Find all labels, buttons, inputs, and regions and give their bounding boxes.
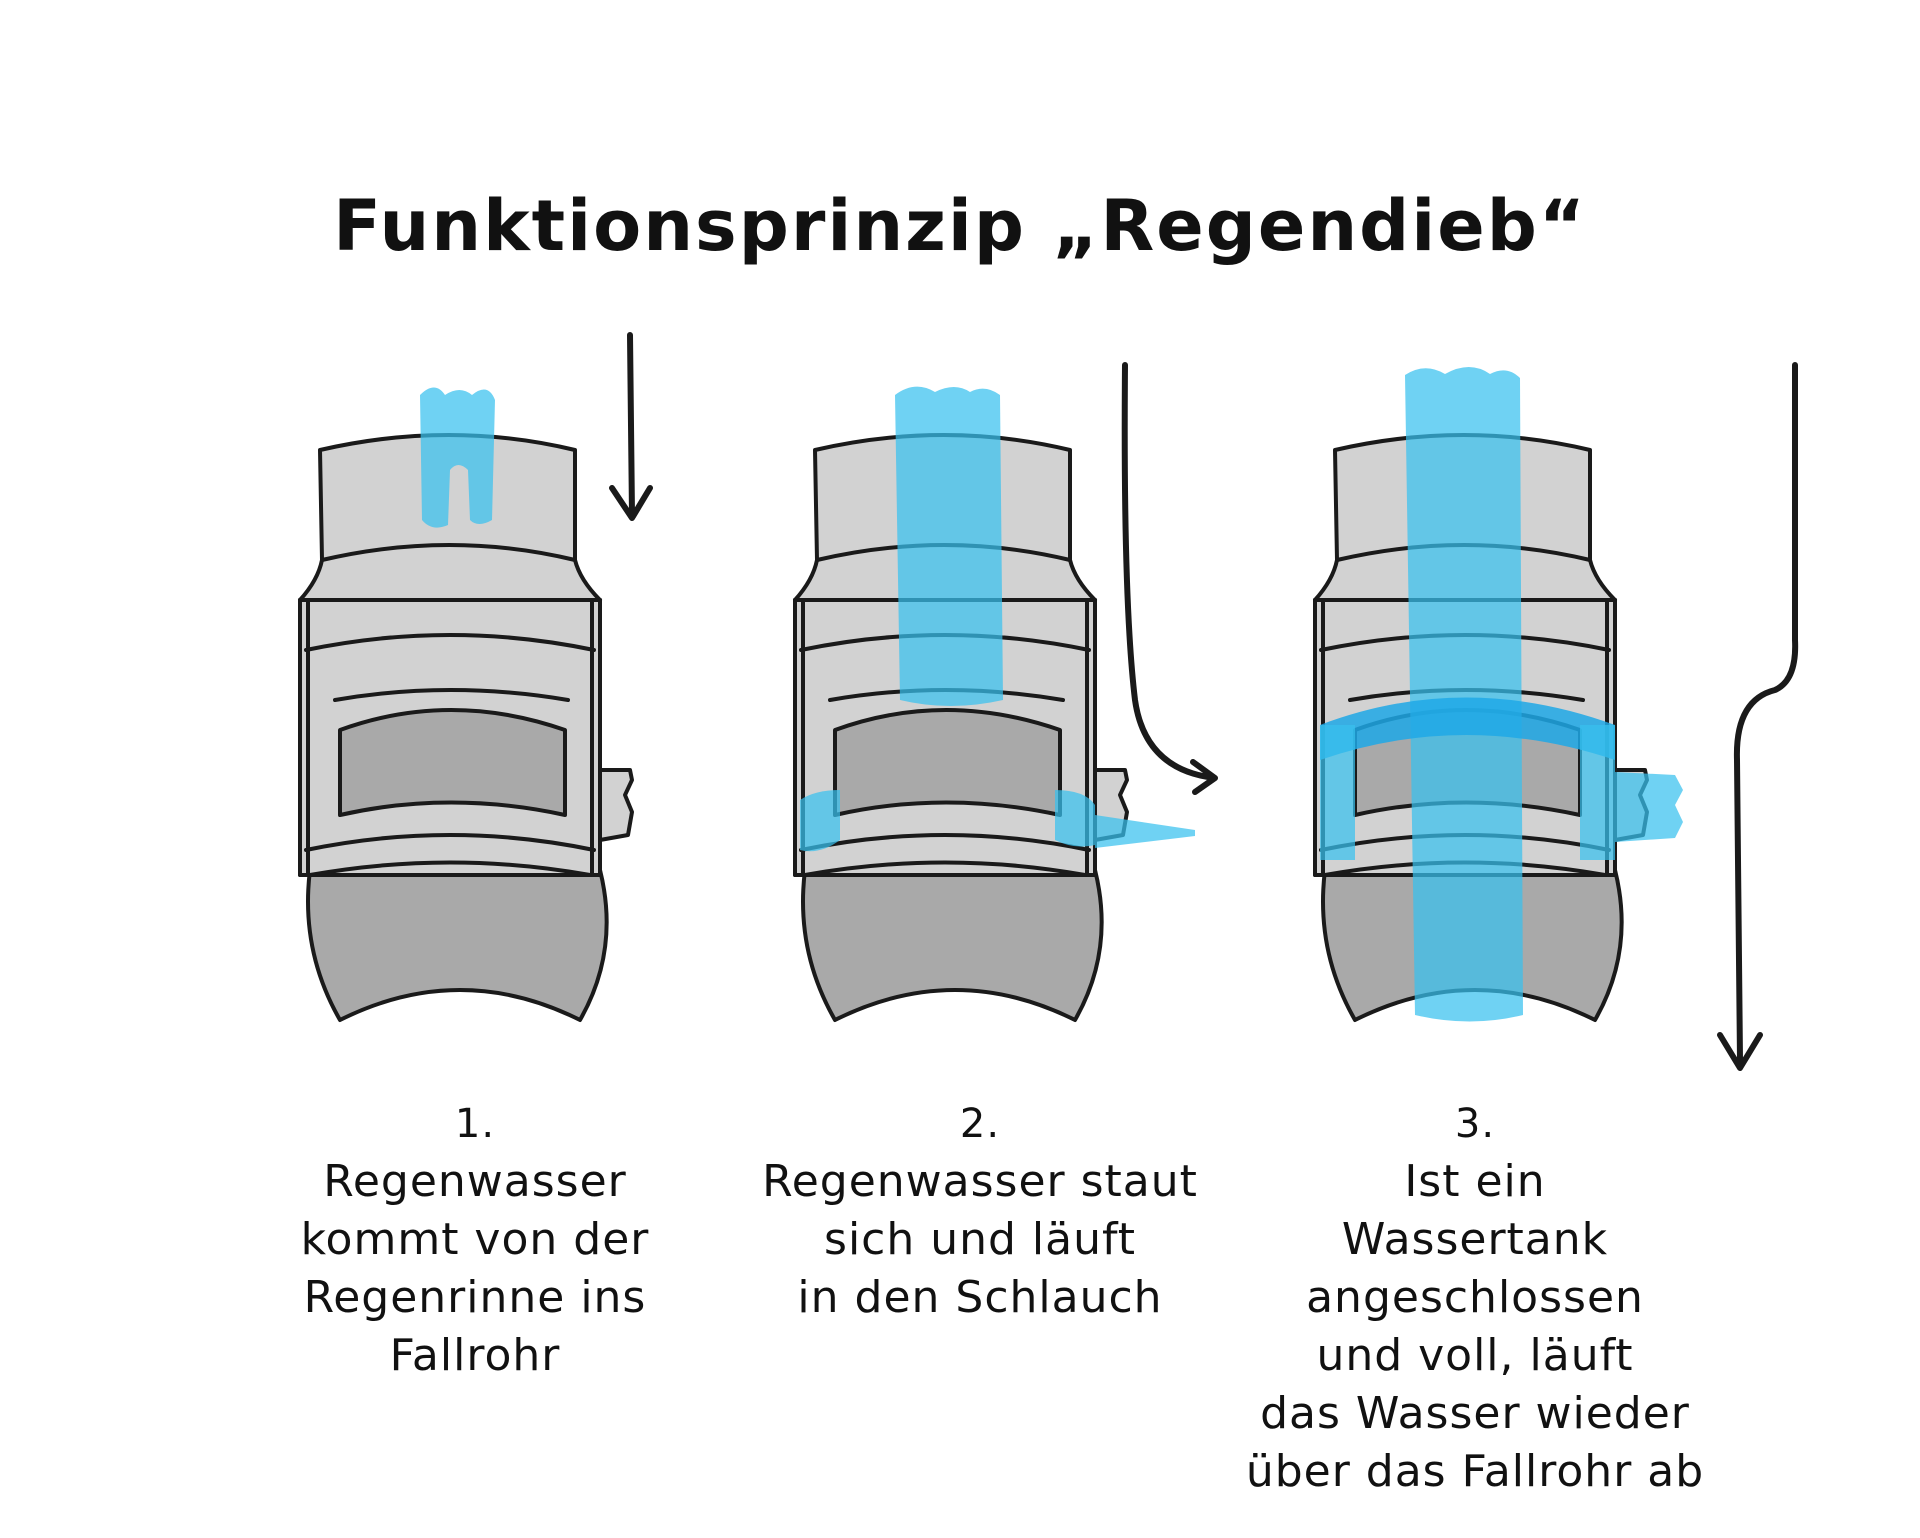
step-3-line-6: über das Fallrohr ab <box>1245 1446 1705 1497</box>
step-3-line-1: Ist ein <box>1404 1156 1546 1207</box>
step-3-line-4: und voll, läuft <box>1316 1330 1634 1381</box>
water-outlet-3 <box>1615 772 1683 842</box>
water-overflow-ring-3 <box>1320 697 1615 760</box>
water-right-wall-3 <box>1580 725 1615 860</box>
water-pool-2b <box>1055 790 1095 847</box>
step-3-caption: 3. Ist ein Wassertank angeschlossen und … <box>1195 1095 1755 1501</box>
diagram-title: Funktionsprinzip „Regendieb“ <box>333 185 1587 267</box>
water-column-3 <box>1405 367 1523 1022</box>
down-arrow-icon <box>609 332 653 521</box>
step-3-line-2: Wassertank <box>1341 1214 1609 1265</box>
step-2-line-2: sich und läuft <box>824 1214 1136 1265</box>
water-column-2 <box>895 386 1003 706</box>
step-1-line-3: Regenrinne ins <box>303 1272 647 1323</box>
step-2-caption: 2. Regenwasser staut sich und läuft in d… <box>700 1095 1260 1327</box>
step-2-line-3: in den Schlauch <box>797 1272 1163 1323</box>
step-1-number: 1. <box>454 1101 496 1147</box>
step-3-number: 3. <box>1454 1101 1496 1147</box>
step-2-number: 2. <box>959 1101 1001 1147</box>
water-outflow-2 <box>1095 815 1195 848</box>
water-left-wall-3 <box>1320 725 1355 860</box>
step-1-line-1: Regenwasser <box>323 1156 627 1207</box>
step-2-line-1: Regenwasser staut <box>762 1156 1198 1207</box>
water-pool-2 <box>800 790 840 852</box>
step-3-line-5: das Wasser wieder <box>1260 1388 1690 1439</box>
step-1-line-4: Fallrohr <box>389 1330 561 1381</box>
curved-arrow-right-icon <box>1121 362 1218 795</box>
bypass-arrow-down-icon <box>1717 362 1799 1071</box>
water-inflow-1 <box>420 387 495 528</box>
pipe-unit-3 <box>1313 362 1799 1071</box>
step-3-line-3: angeschlossen <box>1306 1272 1644 1323</box>
pipe-unit-2 <box>793 362 1218 1022</box>
step-1-caption: 1. Regenwasser kommt von der Regenrinne … <box>195 1095 755 1385</box>
step-1-line-2: kommt von der <box>300 1214 650 1265</box>
pipe-unit-1 <box>298 332 653 1022</box>
